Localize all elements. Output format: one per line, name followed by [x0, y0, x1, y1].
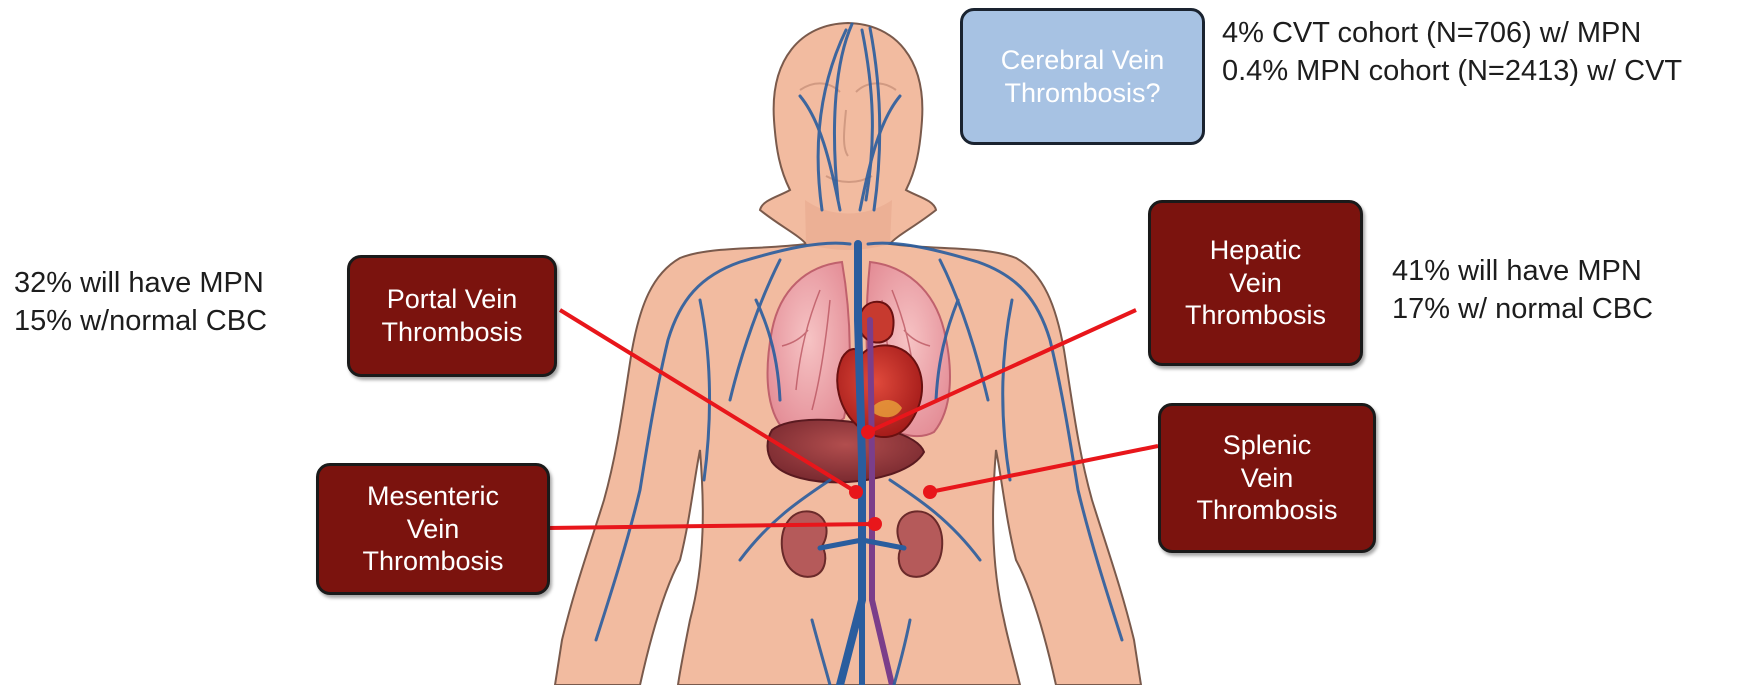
hepatic-label-line2: Vein — [1229, 267, 1282, 300]
cerebral-stat-1: 4% CVT cohort (N=706) w/ MPN — [1222, 14, 1682, 52]
portal-label-line1: Portal Vein — [387, 283, 518, 316]
splenic-vein-thrombosis-box: Splenic Vein Thrombosis — [1158, 403, 1376, 553]
cerebral-stat-2: 0.4% MPN cohort (N=2413) w/ CVT — [1222, 52, 1682, 90]
mesenteric-label-line3: Thrombosis — [362, 545, 503, 578]
hepatic-stat-1: 41% will have MPN — [1392, 252, 1653, 290]
splenic-label-line3: Thrombosis — [1196, 494, 1337, 527]
portal-label-line2: Thrombosis — [381, 316, 522, 349]
hepatic-stats: 41% will have MPN 17% w/ normal CBC — [1392, 252, 1653, 329]
cerebral-label-line2: Thrombosis? — [1004, 77, 1160, 110]
cerebral-stats: 4% CVT cohort (N=706) w/ MPN 0.4% MPN co… — [1222, 14, 1682, 91]
splenic-label-line1: Splenic — [1223, 429, 1312, 462]
portal-stats: 32% will have MPN 15% w/normal CBC — [14, 264, 267, 341]
cerebral-label-line1: Cerebral Vein — [1001, 44, 1165, 77]
portal-stat-1: 32% will have MPN — [14, 264, 267, 302]
cerebral-vein-thrombosis-box: Cerebral Vein Thrombosis? — [960, 8, 1205, 145]
mesenteric-vein-thrombosis-box: Mesenteric Vein Thrombosis — [316, 463, 550, 595]
dot-splenic — [923, 485, 937, 499]
dot-mesenteric — [868, 517, 882, 531]
mesenteric-label-line1: Mesenteric — [367, 480, 499, 513]
hepatic-label-line1: Hepatic — [1210, 234, 1302, 267]
splenic-label-line2: Vein — [1241, 462, 1294, 495]
hepatic-stat-2: 17% w/ normal CBC — [1392, 290, 1653, 328]
mesenteric-label-line2: Vein — [407, 513, 460, 546]
portal-stat-2: 15% w/normal CBC — [14, 302, 267, 340]
hepatic-vein-thrombosis-box: Hepatic Vein Thrombosis — [1148, 200, 1363, 366]
portal-vein-thrombosis-box: Portal Vein Thrombosis — [347, 255, 557, 377]
dot-portal — [849, 485, 863, 499]
dot-hepatic — [861, 425, 875, 439]
hepatic-label-line3: Thrombosis — [1185, 299, 1326, 332]
